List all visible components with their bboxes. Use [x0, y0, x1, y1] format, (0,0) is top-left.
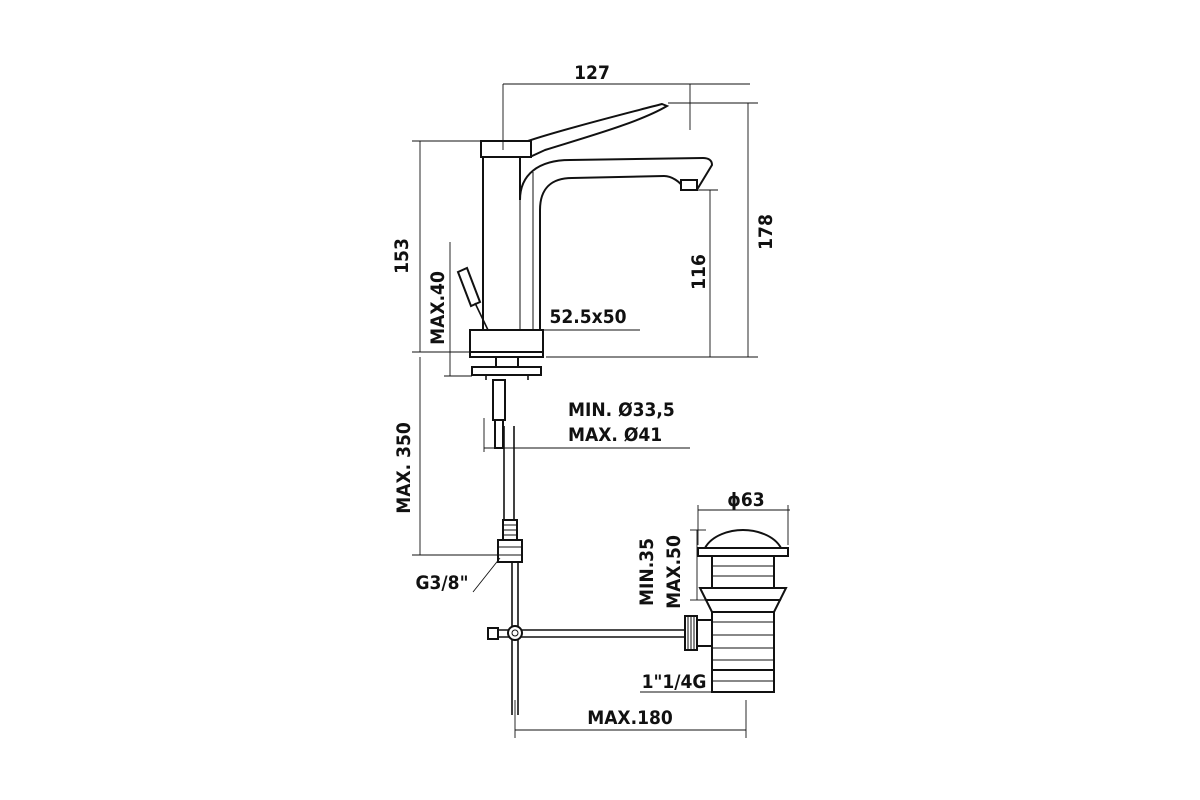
faucet-body	[456, 102, 714, 449]
hose-nut	[497, 539, 523, 563]
dim-base-size: 52.5x50	[550, 306, 627, 328]
waste-cap	[703, 528, 783, 549]
pull-rod	[487, 562, 685, 715]
waste-assembly	[684, 528, 789, 693]
lift-rod-knob	[456, 266, 482, 308]
dim-hose-length: MAX. 350	[393, 422, 415, 514]
faucet-base	[469, 329, 544, 353]
dim-spout-reach: 127	[574, 62, 610, 84]
dim-rod-length: MAX.180	[587, 707, 673, 729]
dim-waste-thread: 1"1/4G	[642, 671, 707, 693]
faucet-column	[482, 156, 714, 331]
dim-hose-thread: G3/8"	[416, 572, 469, 594]
dim-total-height: 153	[391, 238, 413, 274]
waste-body	[711, 611, 775, 671]
dim-waste-min: MIN.35	[636, 538, 658, 606]
dim-waste-max: MAX.50	[663, 535, 685, 609]
supply-hose	[497, 426, 523, 563]
dim-hole-max: MAX. Ø41	[568, 424, 662, 446]
dim-outlet-height-max: 178	[755, 214, 777, 250]
dim-waste-diameter: ϕ63	[727, 489, 764, 511]
rod-clip	[507, 625, 523, 641]
dim-max-deck: MAX.40	[427, 271, 449, 345]
dim-outlet-height: 116	[688, 254, 710, 290]
dim-hole-min: MIN. Ø33,5	[568, 399, 675, 421]
dimension-lines	[412, 83, 790, 738]
